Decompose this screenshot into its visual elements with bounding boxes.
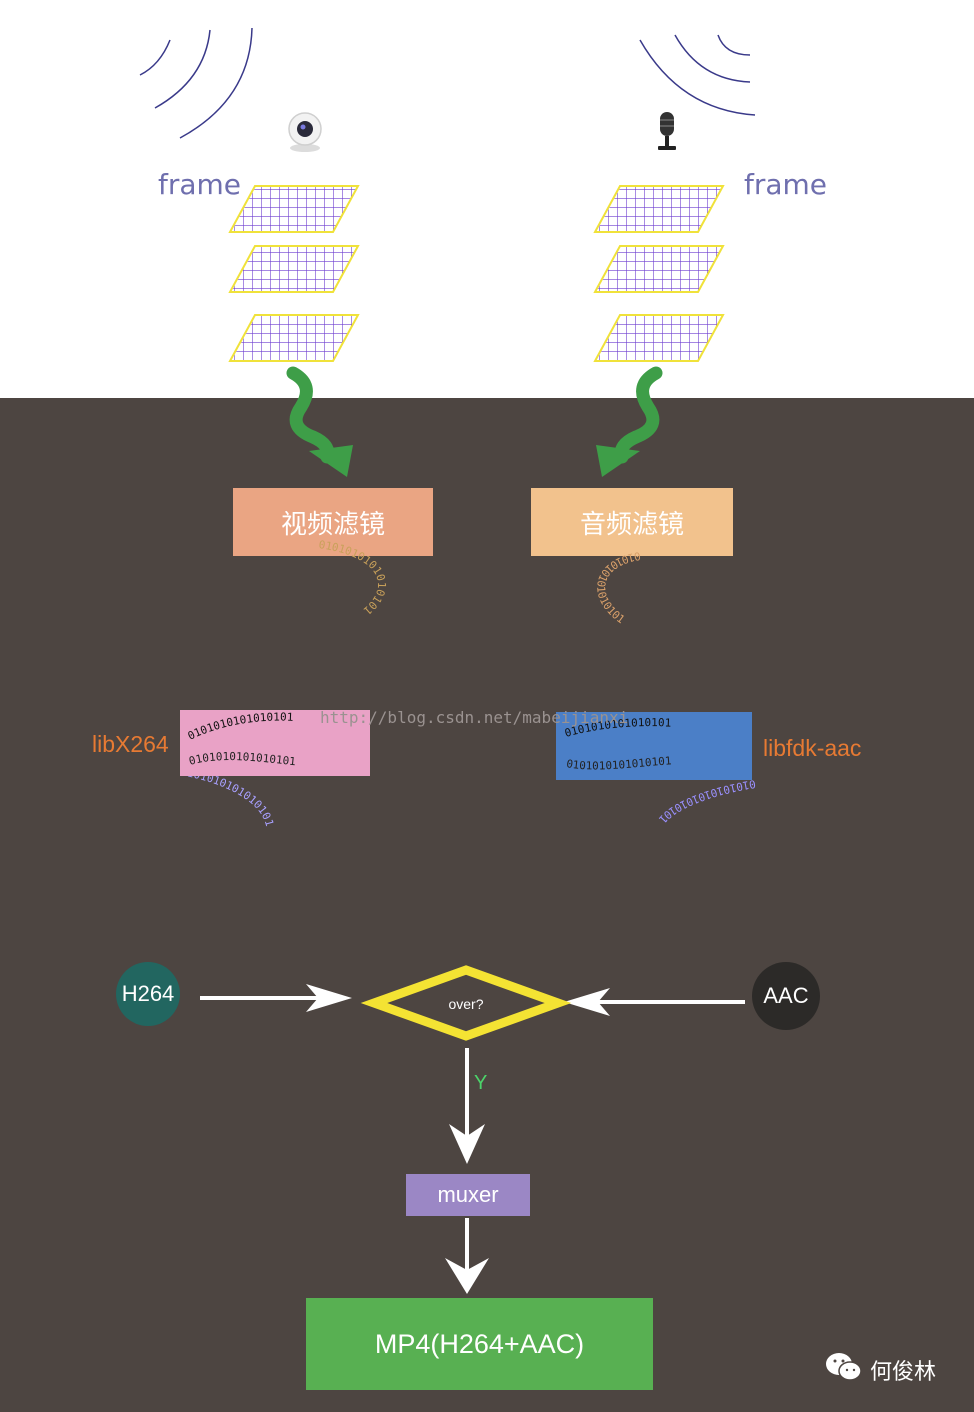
h264-to-decision-arrow [200, 984, 352, 1012]
libfdk-aac-bits: 0101010101010101 0101010101010101 [563, 716, 672, 772]
audio-encoder-label: libfdk-aac [763, 735, 862, 761]
aac-label: AAC [763, 983, 809, 1008]
video-frame-2 [228, 245, 360, 293]
libx264-box: 0101010101010101 0101010101010101 [180, 710, 370, 776]
decision-to-muxer-arrow [449, 1048, 485, 1164]
video-frame-label: frame [158, 168, 242, 201]
h264-label: H264 [121, 981, 175, 1006]
webcam-icon [288, 112, 322, 152]
author-name: 何俊林 [870, 1360, 937, 1385]
audio-frame-1 [593, 185, 725, 233]
video-filter-box: 视频滤镜 [233, 488, 433, 556]
video-frame-1 [228, 185, 360, 233]
watermark-url: http://blog.csdn.net/mabeijianxi [320, 708, 629, 727]
muxer-label: muxer [437, 1182, 499, 1207]
yes-label: Y [474, 1072, 488, 1094]
audio-frames [593, 185, 725, 362]
wechat-icon [826, 1353, 862, 1381]
audio-frame-3 [593, 314, 725, 362]
video-filter-label: 视频滤镜 [280, 509, 385, 540]
aac-to-decision-arrow [564, 988, 745, 1016]
audio-wave-lines [639, 34, 756, 116]
video-input-arrow [286, 366, 353, 477]
output-box: MP4(H264+AAC) [306, 1298, 653, 1390]
muxer-to-output-arrow [445, 1218, 489, 1294]
audio-frame-2 [593, 245, 725, 293]
decision-diamond [360, 965, 572, 1041]
h264-circle: H264 [116, 962, 180, 1026]
audio-frame-label: frame [744, 168, 828, 201]
processing-area [0, 398, 974, 1412]
audio-filter-label: 音频滤镜 [579, 509, 684, 540]
decision-label: over? [448, 996, 484, 1012]
muxer-box: muxer [406, 1174, 530, 1216]
audio-input-arrow [596, 366, 663, 477]
video-wave-lines [139, 27, 253, 139]
output-label: MP4(H264+AAC) [374, 1328, 585, 1359]
video-frame-3 [228, 314, 360, 362]
libfdk-aac-box: 0101010101010101 0101010101010101 [556, 712, 752, 780]
video-encoder-label: libX264 [92, 731, 169, 757]
libx264-bits: 0101010101010101 0101010101010101 [186, 711, 297, 769]
aac-circle: AAC [752, 962, 820, 1030]
audio-filter-box: 音频滤镜 [531, 488, 733, 556]
microphone-icon [658, 112, 676, 150]
capture-area [0, 0, 974, 398]
video-frames [228, 185, 360, 362]
